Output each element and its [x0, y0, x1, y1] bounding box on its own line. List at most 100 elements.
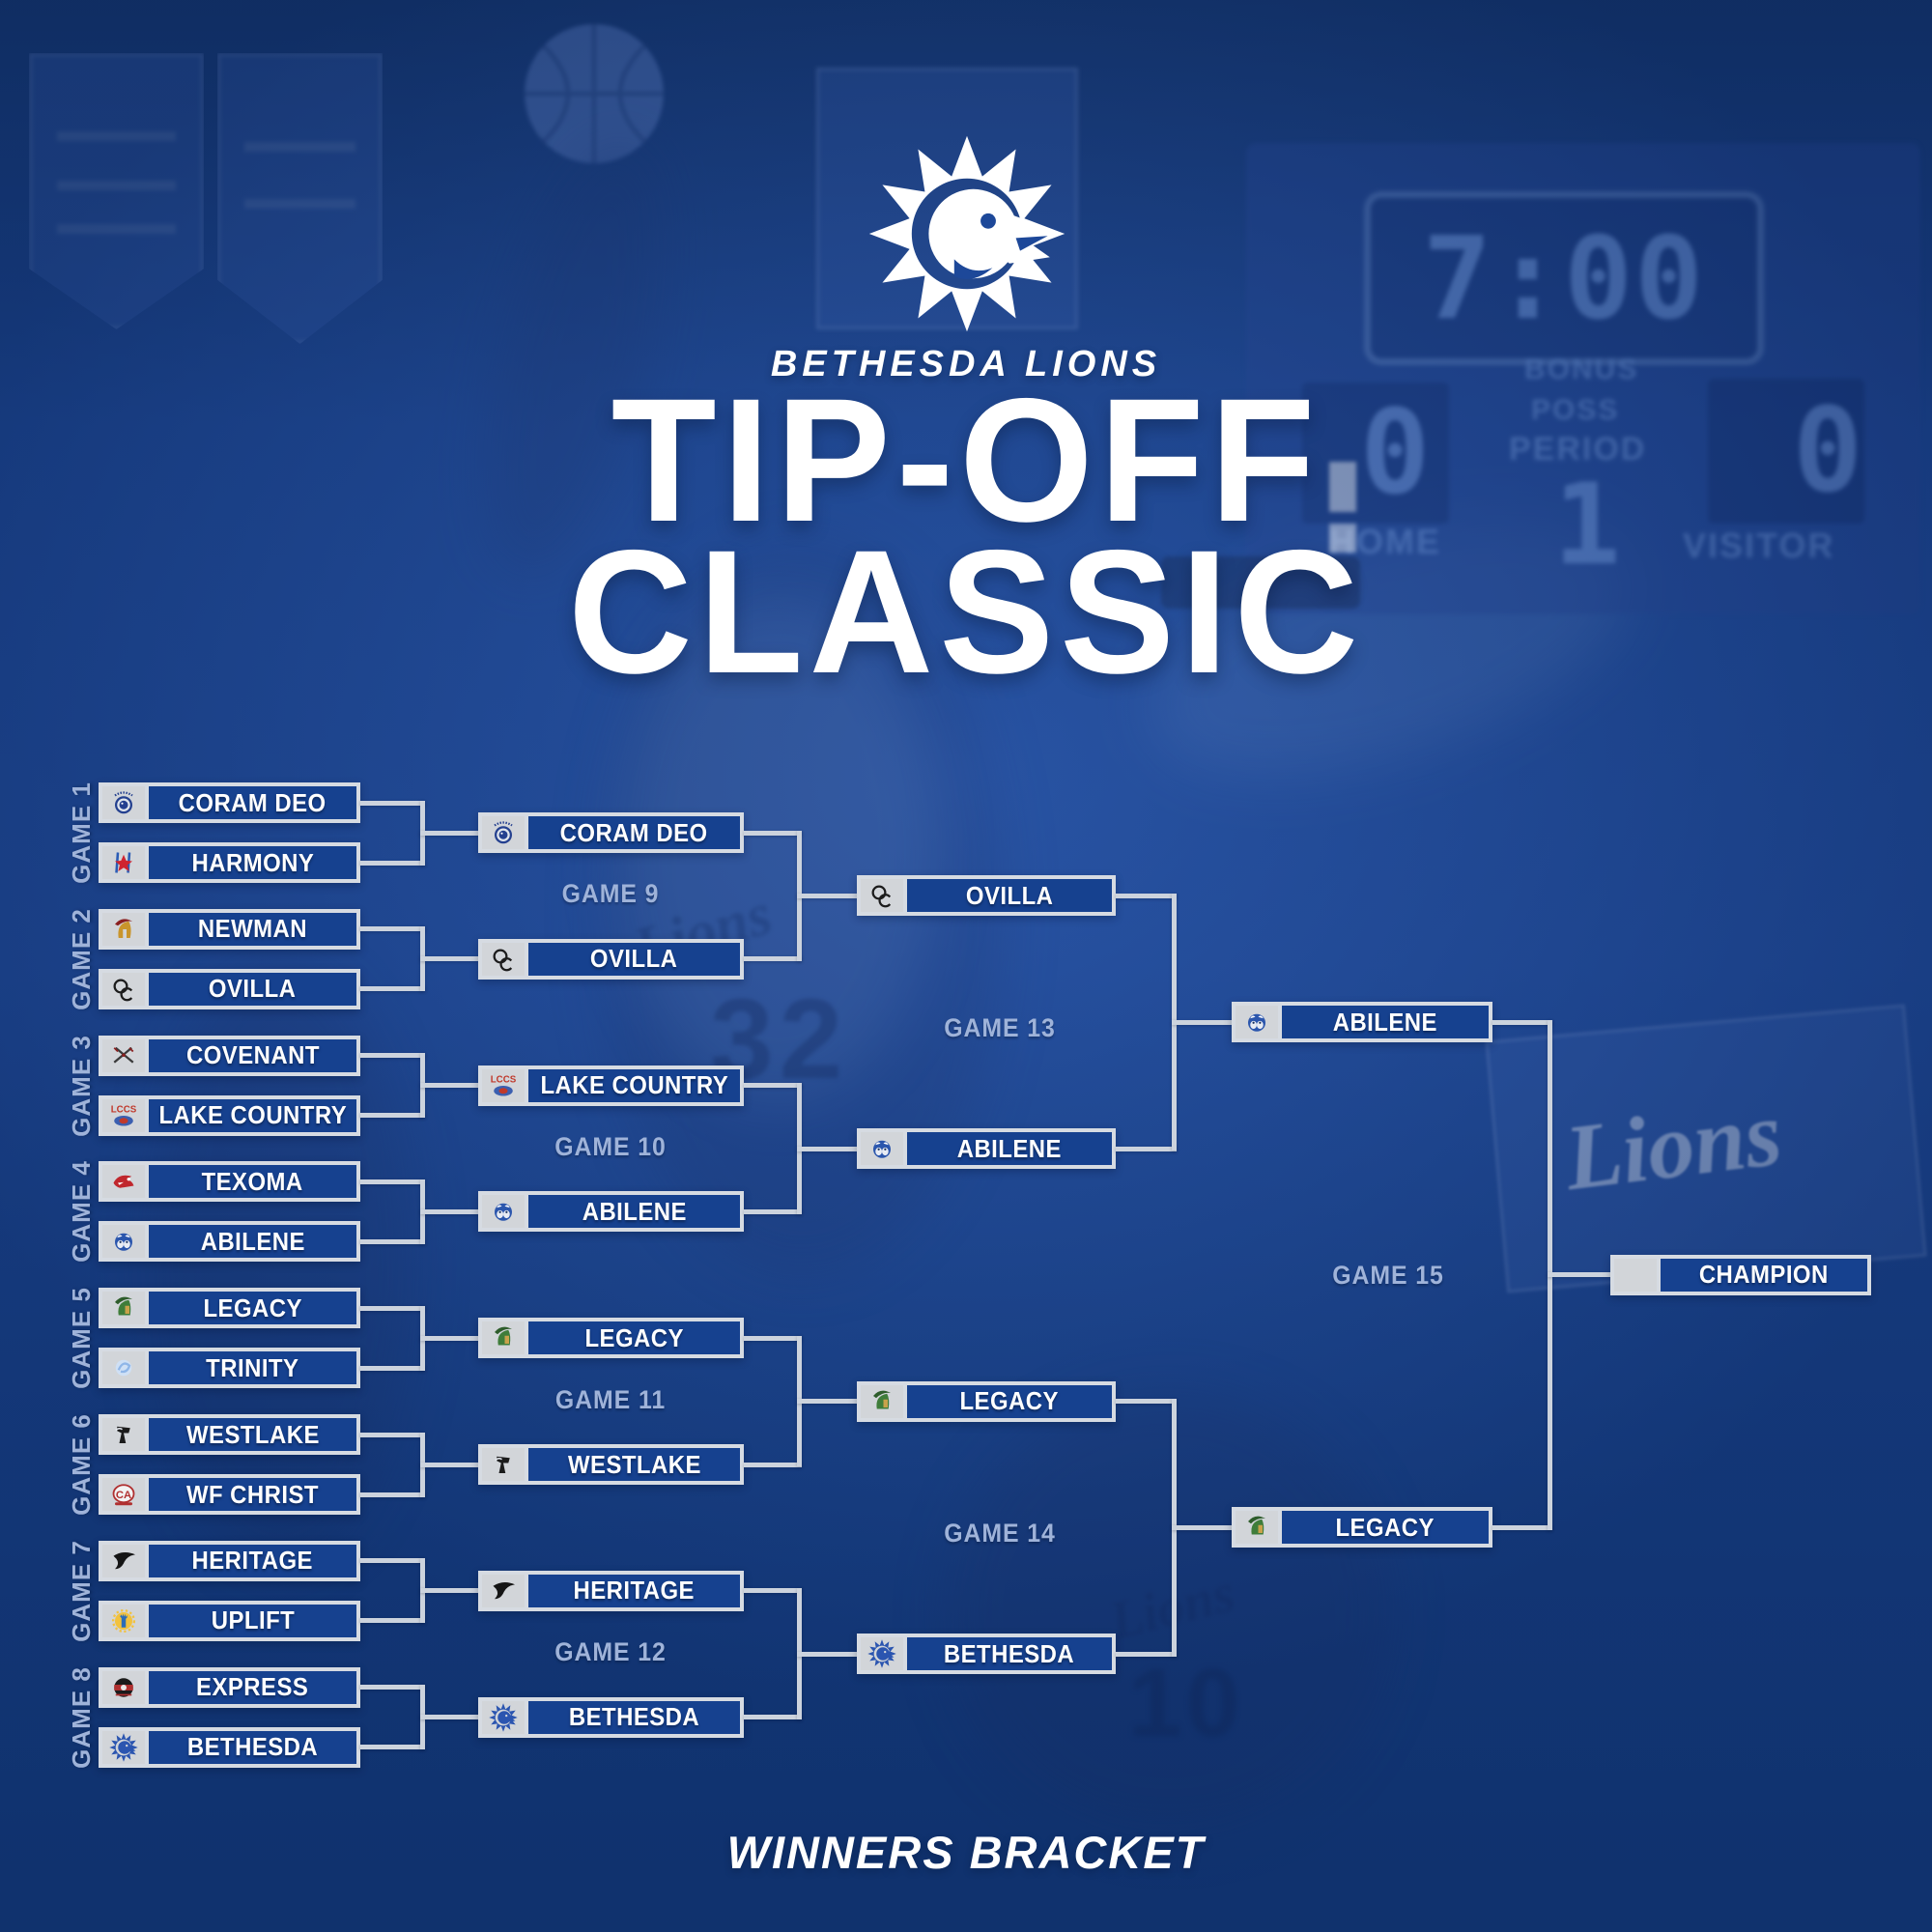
team-name: NEWMAN	[197, 914, 308, 944]
team-slot-express: EXPRESS	[99, 1666, 360, 1708]
team-name-bar: HERITAGE	[149, 1545, 356, 1577]
team-name-bar: ABILENE	[528, 1195, 740, 1228]
round1-join-6-mid	[420, 1588, 478, 1594]
team-name-bar: LAKE COUNTRY	[149, 1099, 356, 1132]
event-team-name: BETHESDA LIONS	[770, 344, 1162, 384]
round1-join-2-stub-bottom	[360, 1113, 425, 1119]
team-slot-harmony: HARMONY	[99, 842, 360, 883]
banner-stripe	[57, 131, 176, 142]
team-name-bar: OVILLA	[528, 943, 740, 976]
team-name-bar: LEGACY	[907, 1385, 1112, 1418]
ovilla-logo-icon	[482, 942, 528, 976]
team-name: EXPRESS	[196, 1672, 309, 1702]
game-label-vertical: GAME 2	[66, 907, 96, 1010]
team-name-bar: NEWMAN	[149, 913, 356, 946]
team-name-bar: CORAM DEO	[149, 786, 356, 819]
team-name-bar: ABILENE	[1282, 1006, 1489, 1038]
round2-join-1-mid	[797, 1146, 857, 1151]
champion-label: CHAMPION	[1699, 1260, 1829, 1290]
team-slot-lake-country: LCCS LAKE COUNTRY	[478, 1065, 744, 1106]
team-name: WF CHRIST	[185, 1479, 319, 1509]
round2-join-0-stub-top	[744, 830, 802, 836]
scoreboard: 7:00 BONUS POSS PERIOD 1 0 0 HOME VISITO…	[1246, 143, 1920, 614]
team-name: HERITAGE	[191, 1546, 314, 1576]
team-name: OVILLA	[209, 974, 297, 1004]
team-name: ABILENE	[956, 1133, 1063, 1163]
team-name-bar: OVILLA	[907, 879, 1112, 912]
legacy-logo-icon	[1236, 1511, 1282, 1545]
team-slot-legacy: LEGACY	[1232, 1507, 1492, 1548]
round1-join-0-stub-top	[360, 800, 425, 806]
scoreboard-visitor-cell	[1708, 379, 1864, 524]
game-label: GAME 10	[554, 1132, 667, 1161]
round1-join-0-stub-bottom	[360, 860, 425, 866]
round3-join-1-stub-top	[1116, 1399, 1177, 1405]
team-name-bar: WF CHRIST	[149, 1478, 356, 1511]
team-name: CORAM DEO	[560, 817, 708, 847]
lake-country-logo-icon: LCCS	[102, 1098, 149, 1132]
team-name: ABILENE	[200, 1226, 305, 1256]
team-slot-trinity: TRINITY	[99, 1348, 360, 1389]
round2-join-2-mid	[797, 1399, 857, 1405]
team-slot-legacy: LEGACY	[857, 1380, 1116, 1422]
basketball	[525, 24, 664, 163]
team-name: OVILLA	[590, 944, 678, 974]
team-slot-newman: NEWMAN	[99, 908, 360, 950]
team-name-bar: EXPRESS	[149, 1671, 356, 1704]
team-name: LAKE COUNTRY	[540, 1070, 728, 1100]
team-slot-westlake: WESTLAKE	[99, 1414, 360, 1455]
ovilla-logo-icon	[861, 879, 907, 913]
scoreboard-home-cell	[1302, 383, 1449, 524]
banner-stripe	[57, 180, 176, 190]
team-name: OVILLA	[965, 880, 1054, 910]
team-name-bar: WESTLAKE	[149, 1418, 356, 1451]
team-slot-westlake: WESTLAKE	[478, 1444, 744, 1485]
team-name-bar: HERITAGE	[528, 1575, 740, 1607]
game-label-vertical: GAME 8	[66, 1665, 96, 1769]
round2-join-2-stub-bottom	[744, 1462, 802, 1467]
round4-join-stub-top	[1492, 1019, 1552, 1025]
team-slot-ovilla: OVILLA	[857, 875, 1116, 917]
empty-logo-square	[1614, 1258, 1661, 1292]
abilene-logo-icon	[861, 1132, 907, 1165]
round1-join-3-stub-top	[360, 1179, 425, 1184]
team-name-bar: HARMONY	[149, 846, 356, 879]
legacy-logo-icon	[482, 1321, 528, 1355]
round1-join-0-mid	[420, 830, 478, 836]
team-slot-abilene: ABILENE	[478, 1191, 744, 1233]
round1-join-7-mid	[420, 1715, 478, 1720]
legacy-logo-icon	[861, 1384, 907, 1418]
window-glare	[1329, 462, 1356, 512]
round1-join-4-mid	[420, 1335, 478, 1341]
team-name-bar: LAKE COUNTRY	[528, 1069, 740, 1102]
team-slot-covenant: COVENANT	[99, 1035, 360, 1076]
team-name-bar: WESTLAKE	[528, 1448, 740, 1481]
team-name: HERITAGE	[573, 1576, 696, 1605]
team-name: LEGACY	[203, 1293, 302, 1322]
player-silhouette	[947, 1391, 1391, 1835]
round1-join-5-mid	[420, 1462, 478, 1467]
abilene-logo-icon	[102, 1225, 149, 1259]
banner-stripe	[243, 198, 356, 209]
harmony-logo-icon	[102, 846, 149, 879]
team-name-bar: UPLIFT	[149, 1605, 356, 1637]
team-name: BETHESDA	[568, 1702, 700, 1732]
team-slot-bethesda: BETHESDA	[99, 1726, 360, 1768]
game-label-vertical: GAME 7	[66, 1539, 96, 1642]
round3-join-1-mid	[1172, 1524, 1232, 1530]
round2-join-2-stub-top	[744, 1335, 802, 1341]
coram-deo-logo-icon	[102, 786, 149, 819]
svg-text:LCCS: LCCS	[111, 1104, 137, 1115]
team-name-bar: TEXOMA	[149, 1165, 356, 1198]
coram-deo-logo-icon	[482, 816, 528, 849]
westlake-logo-icon	[102, 1418, 149, 1451]
team-name-bar: OVILLA	[149, 973, 356, 1006]
round1-join-5-stub-bottom	[360, 1492, 425, 1497]
team-name-bar: TRINITY	[149, 1351, 356, 1384]
wall-banner-left-1	[29, 53, 204, 329]
scoreboard-bonus-label: BONUS	[1524, 354, 1638, 386]
game-label: GAME 15	[1332, 1260, 1444, 1290]
ovilla-logo-icon	[102, 972, 149, 1006]
svg-text:LCCS: LCCS	[491, 1074, 517, 1085]
